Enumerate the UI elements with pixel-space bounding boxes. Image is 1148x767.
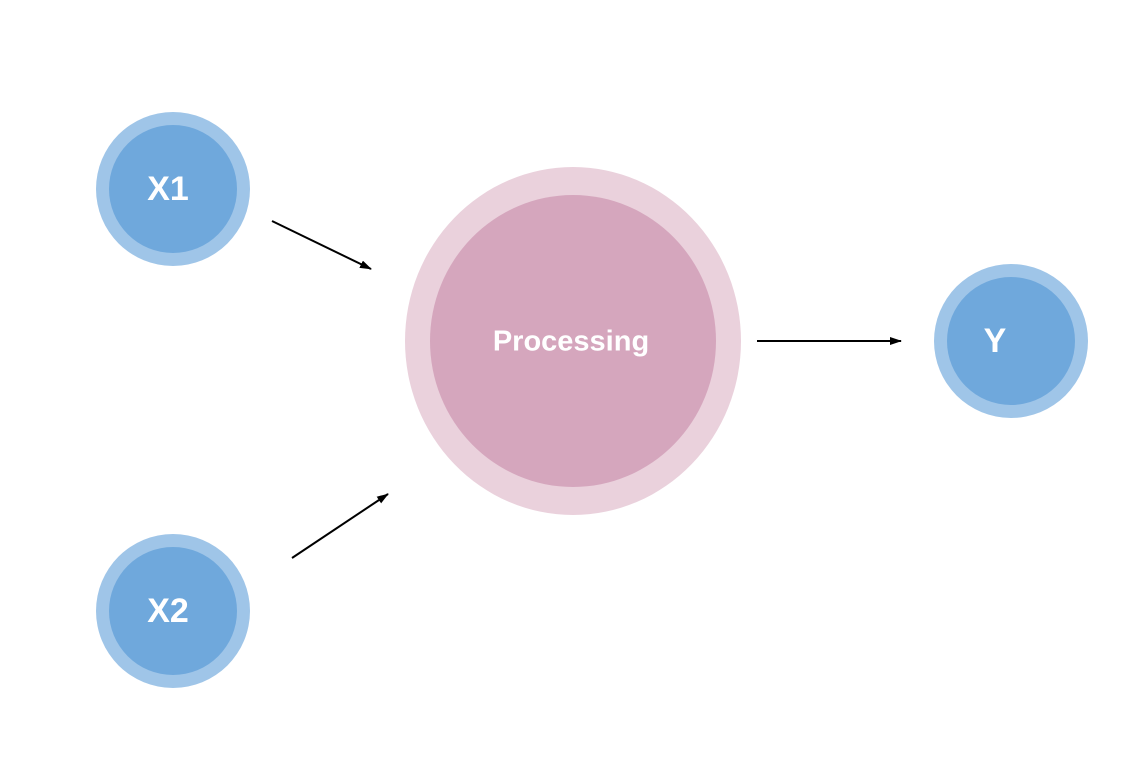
node-x1-inner-circle — [109, 125, 237, 253]
node-processing-label: Processing — [493, 326, 649, 358]
node-processing: Processing — [405, 167, 741, 515]
node-y-inner-circle — [947, 277, 1075, 405]
node-x2: X2 — [96, 534, 250, 688]
node-x1-label: X1 — [147, 170, 189, 208]
arrow-x2-to-processing — [291, 493, 389, 559]
arrow-x1-to-processing — [271, 220, 372, 270]
node-y-label: Y — [984, 322, 1007, 360]
node-y: Y — [934, 264, 1088, 418]
node-x2-inner-circle — [109, 547, 237, 675]
node-x2-label: X2 — [147, 592, 189, 630]
node-x1: X1 — [96, 112, 250, 266]
node-processing-inner-circle — [430, 195, 716, 487]
